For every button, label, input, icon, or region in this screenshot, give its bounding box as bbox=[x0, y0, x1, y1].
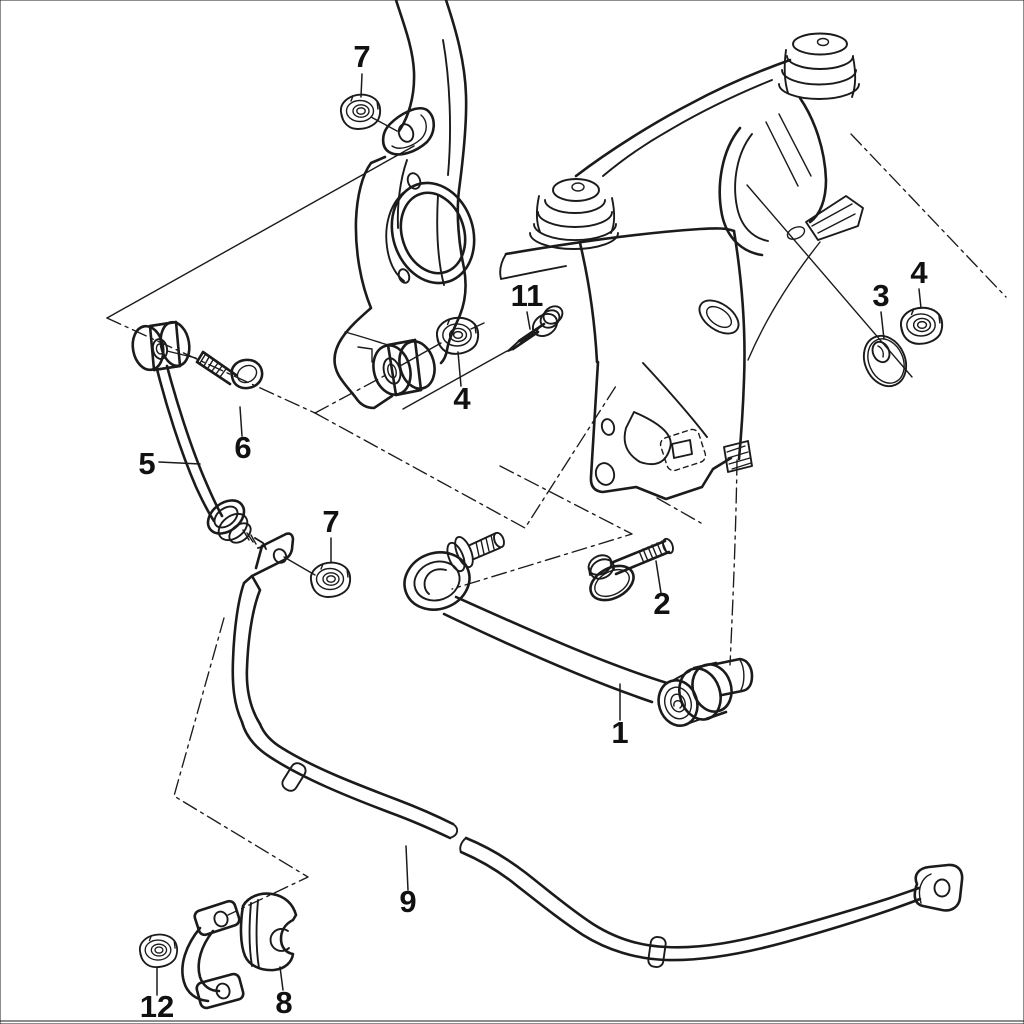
stabilizer-link bbox=[131, 320, 267, 550]
stabilizer-bar bbox=[231, 532, 964, 969]
nut-7-mid bbox=[309, 561, 352, 598]
part-label-3[interactable]: 3 bbox=[872, 278, 889, 313]
page-bottom-edge bbox=[0, 1020, 1024, 1024]
part-label-5[interactable]: 5 bbox=[138, 446, 155, 481]
phantom-assembly-lines bbox=[106, 116, 1007, 916]
upright-bracket-arm bbox=[333, 0, 476, 410]
bar-rubber-bushing bbox=[239, 892, 298, 972]
bushing-face-red bbox=[657, 679, 699, 727]
washer-3 bbox=[862, 334, 908, 388]
part-label-9[interactable]: 9 bbox=[399, 884, 416, 919]
tab-to-nut-line bbox=[283, 556, 316, 576]
clamp-and-bushing bbox=[181, 892, 298, 1010]
part-label-4-mid[interactable]: 4 bbox=[453, 381, 471, 416]
highlighted-bushing-part[interactable] bbox=[653, 657, 754, 731]
nut-4-right bbox=[899, 306, 944, 345]
bolt-6 bbox=[195, 350, 264, 390]
hatched-slot bbox=[723, 440, 753, 473]
part-number-labels: 7 3 4 11 4 6 5 7 2 1 9 12 8 bbox=[138, 39, 928, 1024]
part-label-12[interactable]: 12 bbox=[140, 989, 174, 1024]
part-label-11[interactable]: 11 bbox=[511, 278, 544, 313]
link-ball-joint bbox=[206, 499, 267, 550]
part-label-7-top[interactable]: 7 bbox=[353, 39, 370, 74]
bar-collar-ring-2 bbox=[647, 935, 667, 969]
nut-7-top bbox=[339, 93, 382, 130]
nut-12 bbox=[138, 933, 179, 969]
screw-11 bbox=[507, 305, 564, 352]
subframe-crossmember bbox=[499, 32, 864, 501]
part-label-8[interactable]: 8 bbox=[275, 985, 292, 1020]
part-label-7-mid[interactable]: 7 bbox=[322, 504, 339, 539]
captive-nut-detail bbox=[659, 428, 707, 472]
label-leader-lines bbox=[156, 73, 922, 996]
control-arm bbox=[403, 531, 754, 731]
arm-foot-bushing bbox=[372, 338, 436, 397]
bolt-2 bbox=[587, 537, 674, 602]
part-label-1[interactable]: 1 bbox=[611, 715, 628, 750]
part-label-2[interactable]: 2 bbox=[653, 586, 670, 621]
bar-collar-ring bbox=[281, 762, 307, 792]
part-label-6[interactable]: 6 bbox=[234, 430, 251, 465]
bushing-sleeve-red bbox=[714, 657, 754, 697]
part-label-4-right[interactable]: 4 bbox=[910, 255, 928, 290]
